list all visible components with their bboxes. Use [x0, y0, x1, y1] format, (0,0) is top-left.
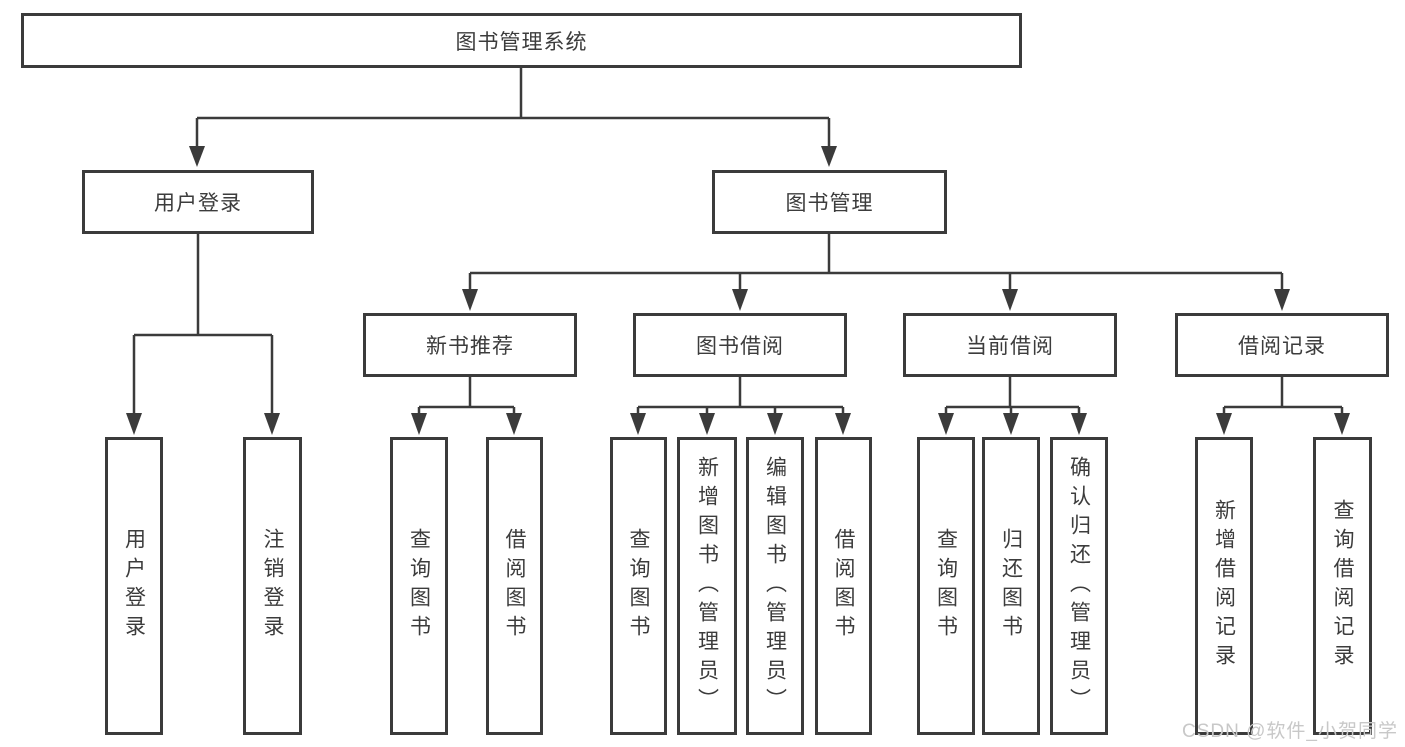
node-book-borrowing-label: 图书借阅 [696, 335, 784, 358]
leaf-borrowing-add-book-admin: 新增图书（管理员） [677, 437, 737, 735]
leaf-logout: 注销登录 [243, 437, 302, 735]
node-new-book-recommend-label: 新书推荐 [426, 335, 514, 358]
node-root-system-label: 图书管理系统 [455, 30, 588, 54]
node-book-borrowing: 图书借阅 [633, 313, 847, 377]
leaf-borrowing-edit-book-admin-label: 编辑图书（管理员） [763, 455, 787, 717]
leaf-current-query-book: 查询图书 [917, 437, 975, 735]
node-user-login-label: 用户登录 [154, 192, 242, 215]
leaf-current-confirm-return-admin-label: 确认归还（管理员） [1067, 455, 1091, 717]
leaf-borrowing-query-book: 查询图书 [610, 437, 667, 735]
leaf-user-login-label: 用户登录 [122, 528, 146, 644]
leaf-recommend-borrow-book-label: 借阅图书 [503, 528, 526, 644]
leaf-current-confirm-return-admin: 确认归还（管理员） [1050, 437, 1108, 735]
node-book-management: 图书管理 [712, 170, 947, 234]
node-user-login: 用户登录 [82, 170, 314, 234]
leaf-recommend-query-book-label: 查询图书 [407, 528, 431, 644]
leaf-recommend-borrow-book: 借阅图书 [486, 437, 543, 735]
leaf-borrowing-borrow-book: 借阅图书 [815, 437, 872, 735]
node-book-management-label: 图书管理 [785, 192, 874, 215]
leaf-logout-label: 注销登录 [261, 528, 284, 644]
leaf-current-query-book-label: 查询图书 [934, 528, 958, 644]
leaf-recommend-query-book: 查询图书 [390, 437, 448, 735]
leaf-borrowing-borrow-book-label: 借阅图书 [832, 528, 855, 644]
node-new-book-recommend: 新书推荐 [363, 313, 577, 377]
node-current-borrowing: 当前借阅 [903, 313, 1117, 377]
leaf-records-add-record: 新增借阅记录 [1195, 437, 1253, 735]
leaf-borrowing-query-book-label: 查询图书 [627, 528, 650, 644]
csdn-watermark: CSDN @软件_小贺同学 [1182, 721, 1398, 742]
node-borrow-records-label: 借阅记录 [1238, 335, 1326, 358]
leaf-records-query-record: 查询借阅记录 [1313, 437, 1372, 735]
node-root-system: 图书管理系统 [21, 13, 1022, 68]
leaf-user-login: 用户登录 [105, 437, 163, 735]
leaf-borrowing-edit-book-admin: 编辑图书（管理员） [746, 437, 804, 735]
node-borrow-records: 借阅记录 [1175, 313, 1389, 377]
leaf-current-return-book-label: 归还图书 [999, 528, 1023, 644]
node-current-borrowing-label: 当前借阅 [966, 335, 1054, 358]
arrowheads [126, 146, 1350, 435]
leaf-records-query-record-label: 查询借阅记录 [1331, 499, 1354, 673]
leaf-records-add-record-label: 新增借阅记录 [1212, 499, 1236, 673]
leaf-current-return-book: 归还图书 [982, 437, 1040, 735]
leaf-borrowing-add-book-admin-label: 新增图书（管理员） [695, 455, 719, 717]
